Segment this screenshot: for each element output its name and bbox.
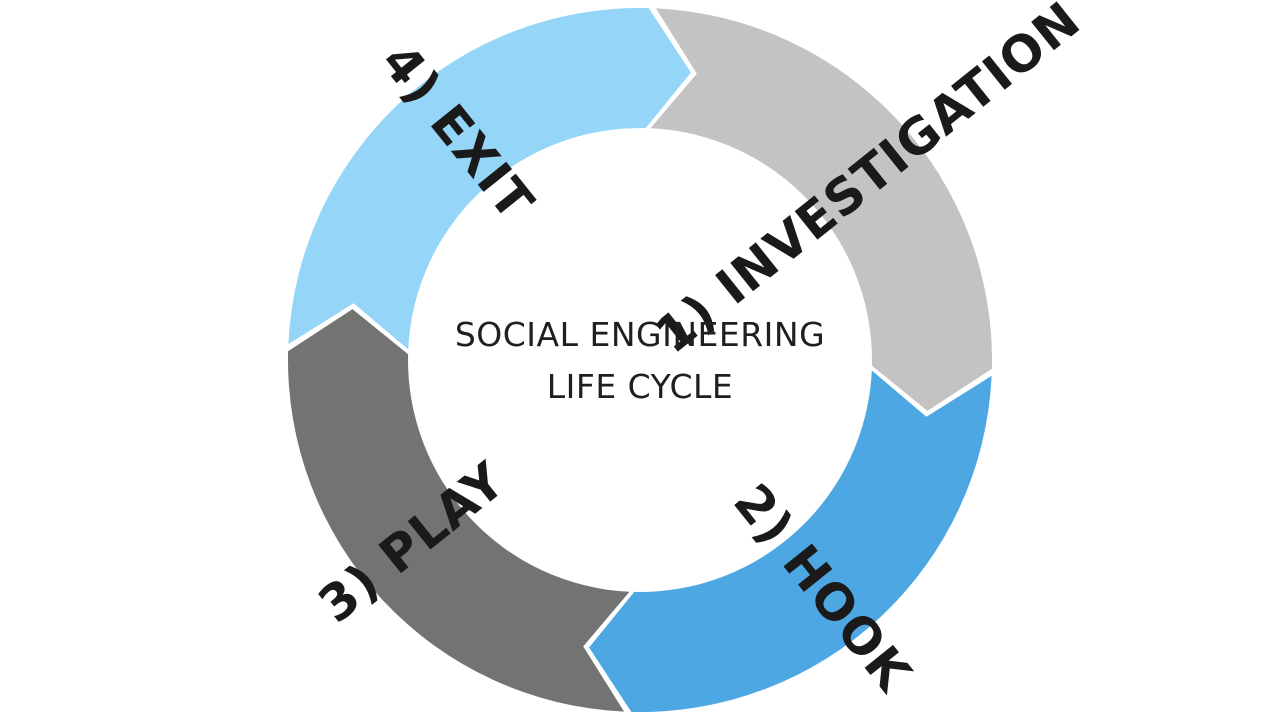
stage-arrow-3	[287, 309, 630, 712]
stage-arrow-2	[589, 370, 992, 713]
stage-arrow-1	[650, 8, 993, 411]
stage-arrow-4	[288, 7, 691, 350]
cycle-segments	[287, 7, 993, 713]
center-title: SOCIAL ENGINEERING LIFE CYCLE	[455, 315, 825, 406]
center-title-line-1: SOCIAL ENGINEERING	[455, 315, 825, 354]
center-title-line-2: LIFE CYCLE	[547, 367, 734, 406]
